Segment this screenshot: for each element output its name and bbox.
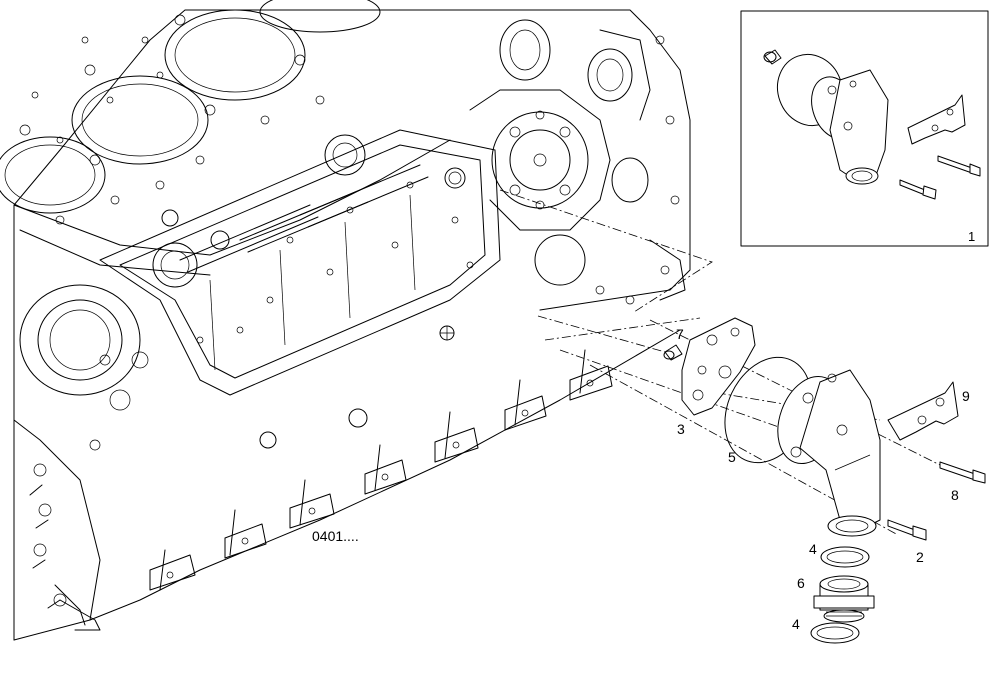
engine-block [0,0,691,641]
callout-5: 5 [728,449,736,465]
bolt-8-part [939,461,986,484]
drawing-reference: 0401.... [312,528,359,544]
bracket-part [887,381,959,441]
flange-plate-part [681,317,756,416]
adapter-fitting-part [813,575,875,623]
callout-7: 7 [676,326,684,342]
callout-9: 9 [962,388,970,404]
callout-8: 8 [951,487,959,503]
head-bolt-holes [19,14,325,225]
callout-4-upper: 4 [809,541,817,557]
callout-labels: 0401.... 7 3 5 9 8 2 4 6 4 [312,326,970,632]
callout-2: 2 [916,549,924,565]
elbow-housing-part [777,369,881,537]
inset-label: 1 [968,229,975,244]
seal-ring-lower-part [810,622,860,644]
inset-assembly-box: 1 [740,10,989,247]
bearing-caps [149,365,613,591]
callout-3: 3 [677,421,685,437]
seal-ring-upper-part [820,546,870,568]
callout-4-lower: 4 [792,616,800,632]
bolt-2-part [887,519,927,541]
panel-bolt-holes [196,181,474,344]
callout-6: 6 [797,575,805,591]
exploded-parts [663,317,986,644]
